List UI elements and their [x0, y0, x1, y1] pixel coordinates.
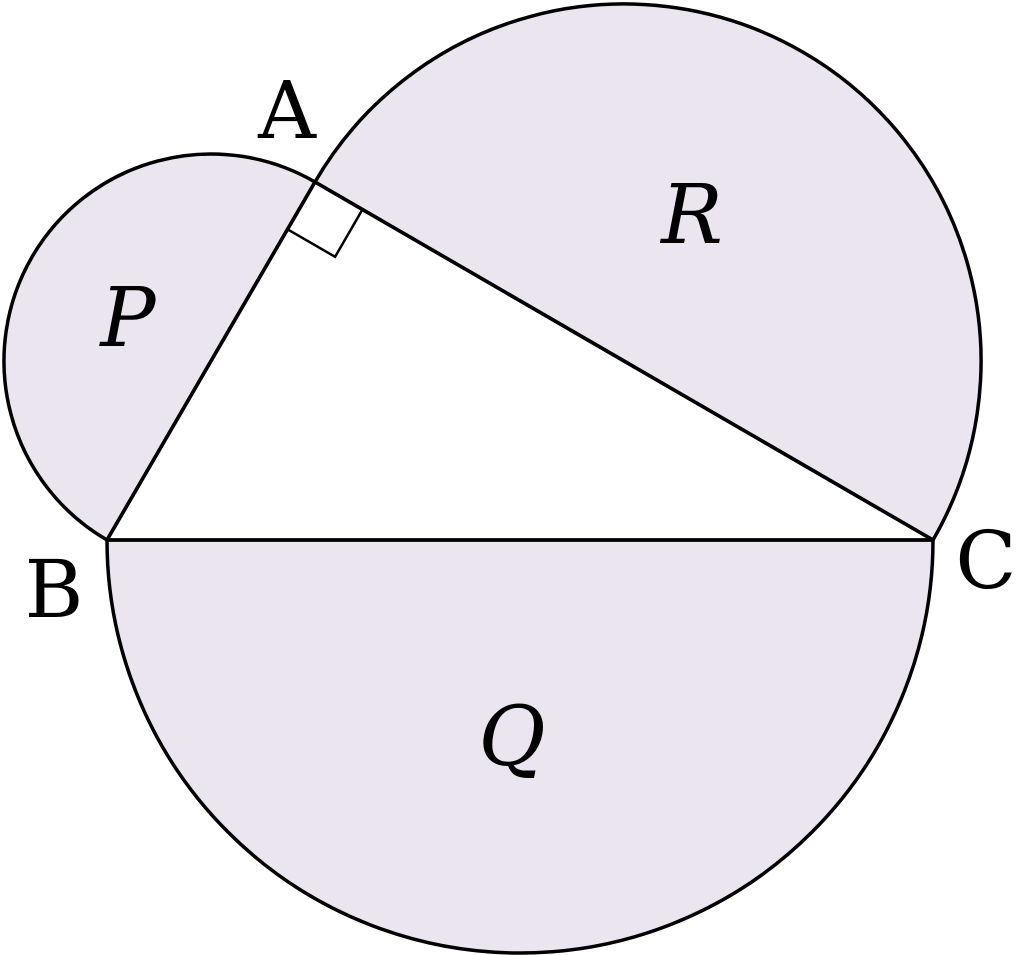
- region-label-q: Q: [478, 690, 545, 785]
- right-angle-marker: [286, 208, 364, 259]
- semicircle-on-ab: [2, 152, 317, 542]
- vertex-label-a: A: [257, 64, 317, 157]
- vertex-label-c: C: [955, 514, 1016, 607]
- semicircle-on-ac: [313, 2, 983, 542]
- region-label-r: R: [659, 168, 723, 263]
- vertex-label-b: B: [25, 543, 84, 636]
- side-ac: [313, 180, 935, 542]
- region-label-p: P: [98, 271, 157, 366]
- semicircle-on-bc: [105, 538, 935, 955]
- side-ab: [105, 180, 317, 542]
